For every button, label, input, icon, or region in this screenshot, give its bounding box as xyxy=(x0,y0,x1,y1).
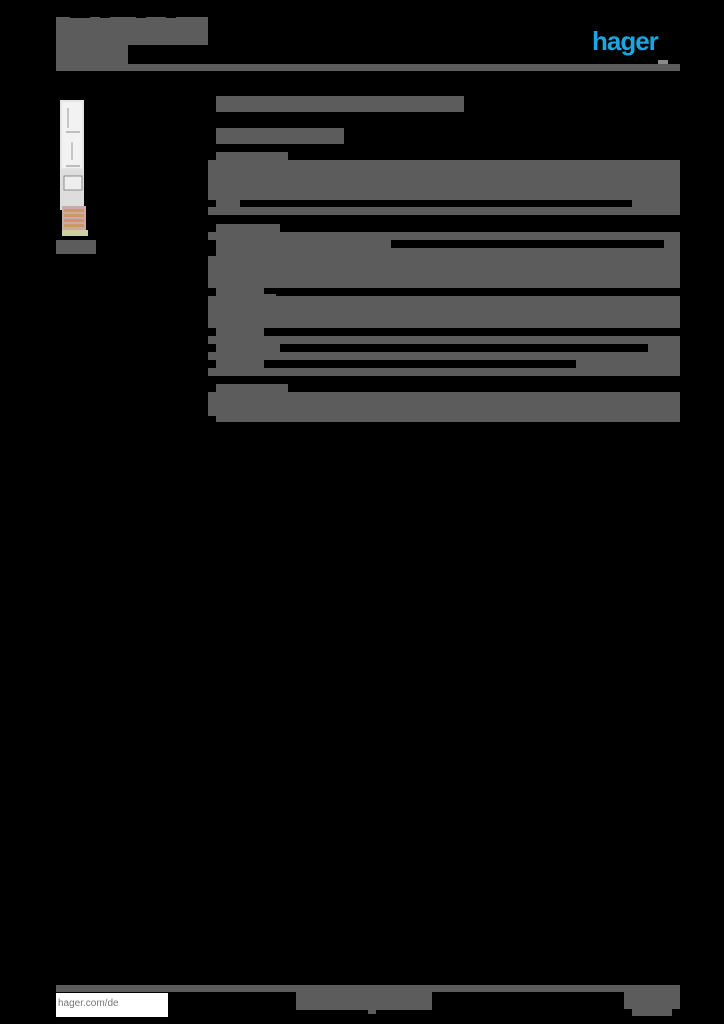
footer-right-sub xyxy=(632,1008,672,1016)
footer-right-block xyxy=(624,985,680,1009)
footer-center-text xyxy=(296,990,432,1010)
footer-divider xyxy=(56,985,680,992)
footer-page-number xyxy=(368,1008,376,1014)
section-title xyxy=(216,96,464,112)
section-subtitle xyxy=(216,128,344,144)
logo-mark xyxy=(658,60,668,65)
hager-logo: hager xyxy=(592,26,659,56)
product-caption xyxy=(56,240,96,254)
header-divider xyxy=(56,64,680,71)
product-image xyxy=(56,98,92,238)
website-link[interactable]: hager.com/de xyxy=(56,993,168,1017)
